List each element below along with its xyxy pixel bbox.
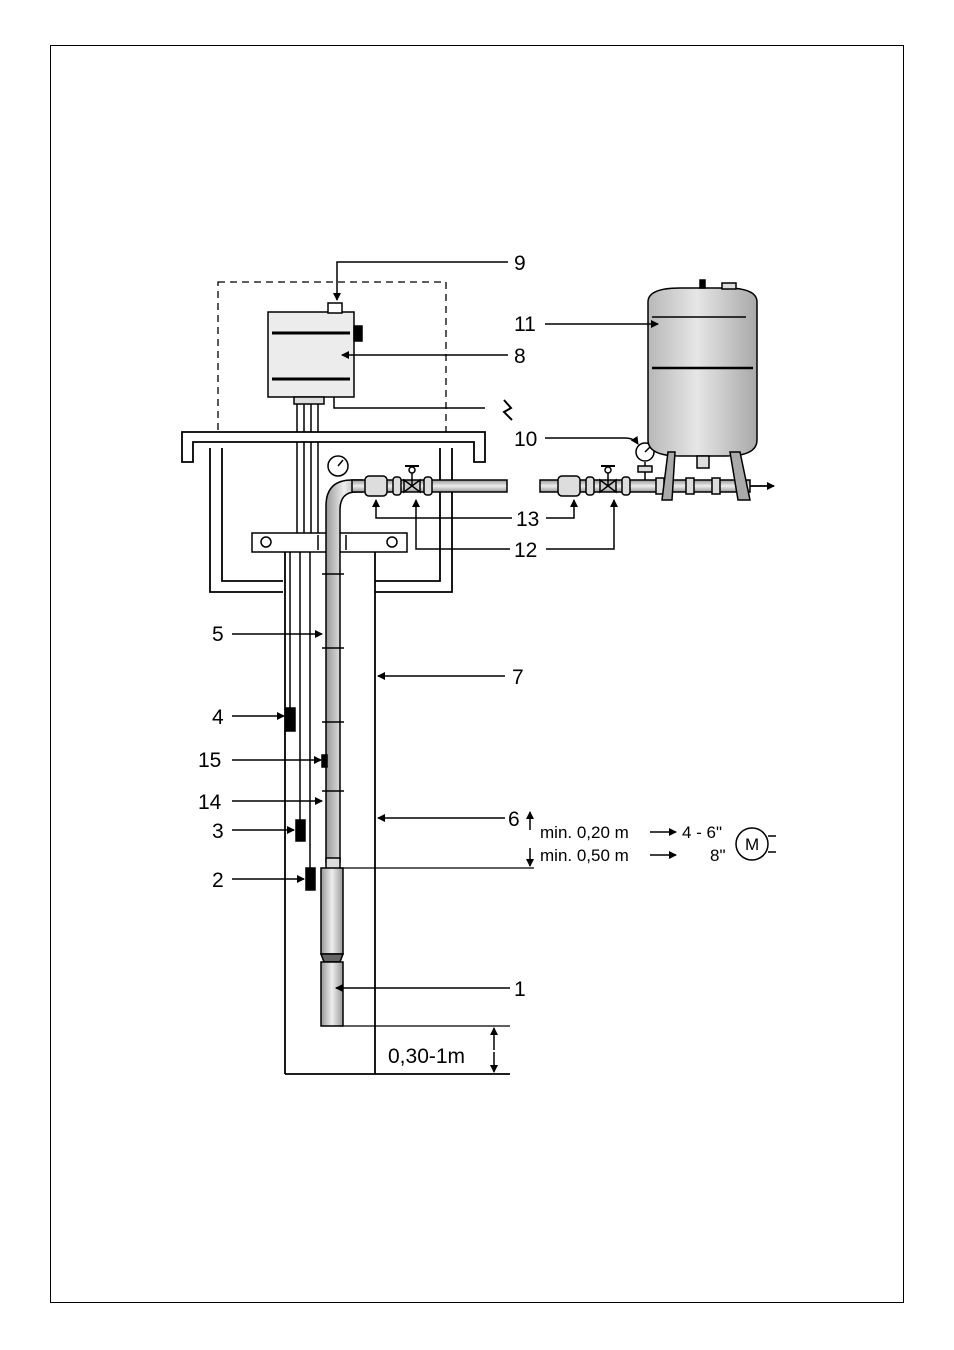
label-8: 8 <box>514 345 526 368</box>
label-10: 10 <box>514 428 537 451</box>
size-8-label: 8" <box>710 846 726 865</box>
non-return-valve-1 <box>365 476 387 496</box>
min-020-label: min. 0,20 m <box>540 823 629 842</box>
label-3: 3 <box>212 820 224 843</box>
well-casing <box>285 552 510 1074</box>
label-15: 15 <box>198 749 221 772</box>
label-12: 12 <box>514 539 537 562</box>
label-7: 7 <box>512 666 524 689</box>
label-5: 5 <box>212 623 224 646</box>
label-14: 14 <box>198 791 222 814</box>
pump <box>321 858 343 1026</box>
bottom-gap-label: 0,30-1m <box>388 1045 465 1068</box>
electrode-3 <box>296 820 305 841</box>
electrode-4 <box>286 708 295 731</box>
size-46-label: 4 - 6" <box>682 823 722 842</box>
pressure-tank <box>648 280 757 500</box>
label-6: 6 <box>508 808 520 831</box>
non-return-valve-2 <box>558 476 580 496</box>
electrode-2 <box>306 868 315 890</box>
label-4: 4 <box>212 706 224 729</box>
label-1: 1 <box>514 978 526 1001</box>
label-9: 9 <box>514 252 526 275</box>
motor-label: M <box>745 835 759 854</box>
label-13: 13 <box>516 508 539 531</box>
control-box <box>268 303 362 397</box>
label-11: 11 <box>514 313 536 336</box>
min-050-label: min. 0,50 m <box>540 846 629 865</box>
label-2: 2 <box>212 869 224 892</box>
